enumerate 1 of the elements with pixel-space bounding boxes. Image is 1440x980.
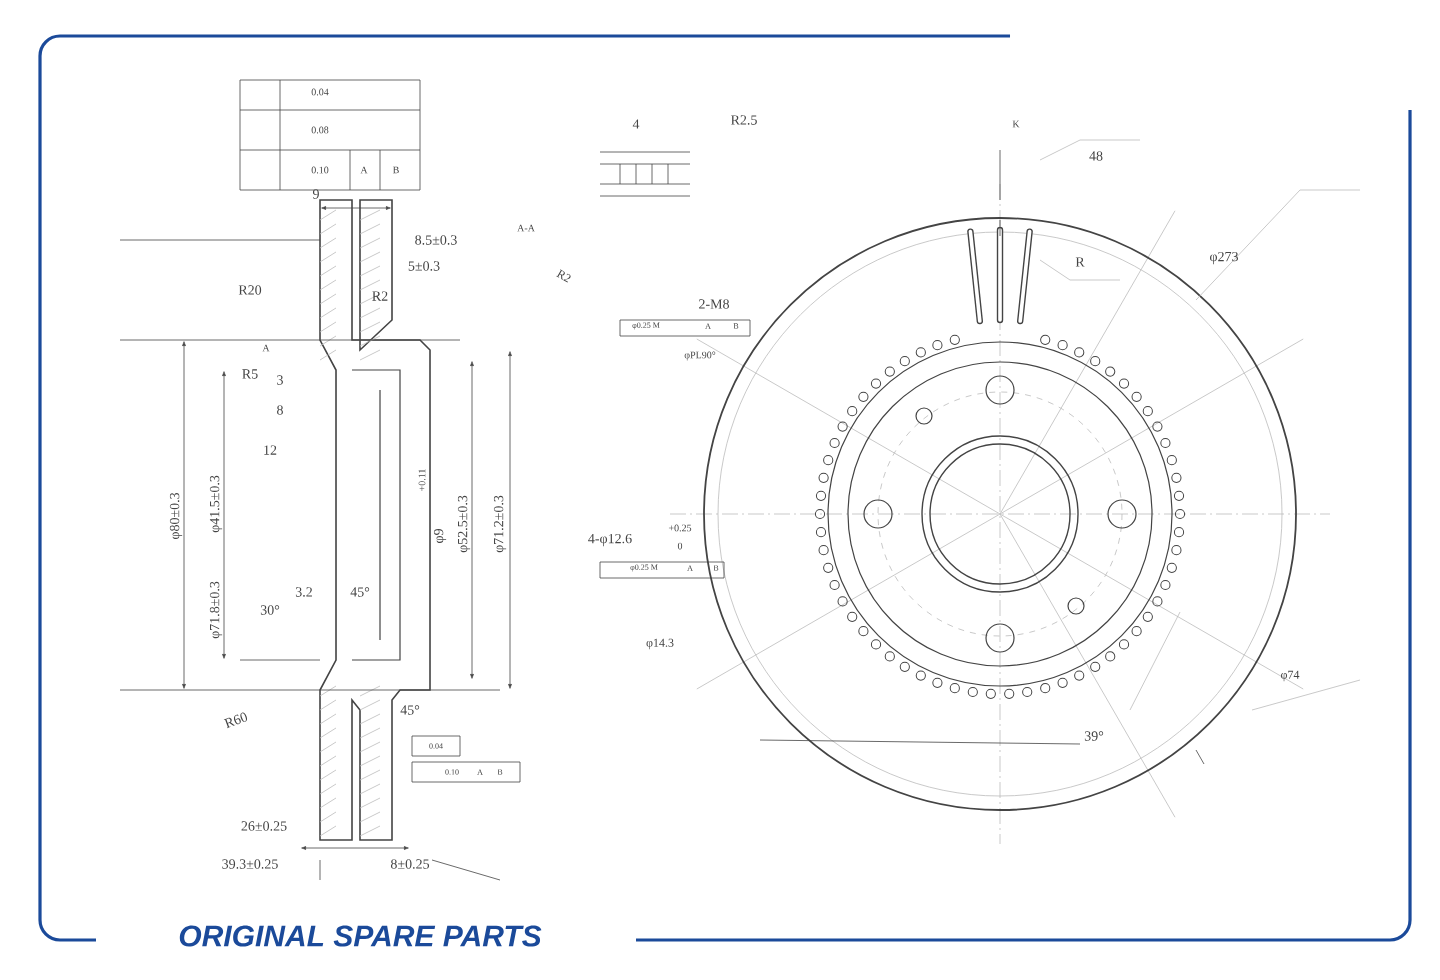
slogan-text: ORIGINAL SPARE PARTS — [172, 919, 548, 953]
